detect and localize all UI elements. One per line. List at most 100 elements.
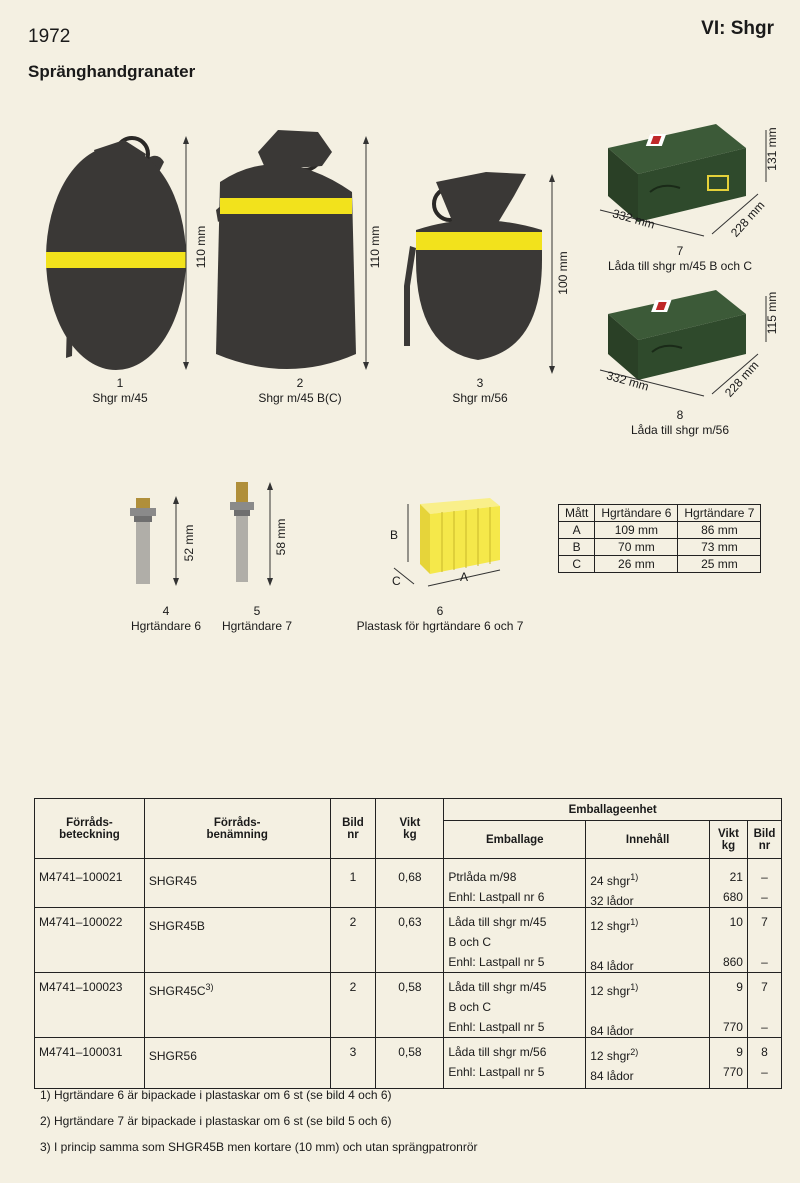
dim-head-fuze7: Hgrtändare 7 — [677, 504, 762, 522]
bild-line: 8 — [761, 1045, 768, 1059]
dim-cell: 70 mm — [594, 538, 679, 556]
box8-height-label: 115 mm — [765, 291, 779, 335]
dim-cell: 73 mm — [677, 538, 762, 556]
bild-line — [752, 997, 777, 1017]
cell-bild2: 8– — [746, 1037, 783, 1089]
bild-line: – — [761, 1065, 768, 1079]
vikt-line: 9 — [736, 980, 743, 994]
col-head-vikt2: Vikt kg — [709, 820, 748, 859]
vikt-line: 770 — [722, 1020, 743, 1034]
emballage-line: Låda till shgr m/45 — [448, 980, 547, 994]
cell-bild2: 7– — [746, 907, 783, 973]
dim-cell: 86 mm — [677, 521, 762, 539]
innehall-line: 84 lådor — [590, 1024, 634, 1038]
cell-vikt2: 10 860 — [709, 907, 748, 973]
vikt-line — [714, 932, 743, 952]
col-head-vikt: Vikt kg — [375, 798, 445, 859]
m45b-height-label: 110 mm — [368, 225, 382, 269]
cell-bild: 1 — [329, 858, 377, 908]
bild-line: 7 — [761, 915, 768, 929]
vikt-line: 770 — [722, 1065, 743, 1079]
vikt-line — [714, 997, 743, 1017]
col-head-bild: Bild nr — [329, 798, 377, 859]
emballage-line: Enhl: Lastpall nr 5 — [448, 1065, 545, 1079]
grenade-m56-figure — [404, 172, 555, 374]
cell-vikt: 0,63 — [375, 907, 445, 973]
bild-line: – — [761, 1020, 768, 1034]
cell-benamning: SHGR45C3) — [143, 972, 331, 1038]
footnote-1: 1) Hgrtändare 6 är bipackade i plastaska… — [40, 1088, 392, 1102]
cell-innehall: 12 shgr1)84 lådor — [585, 972, 711, 1038]
page-title: Spränghandgranater — [28, 62, 196, 81]
cell-beteckning: M4741–100021 — [34, 858, 145, 908]
case-label-b: B — [390, 528, 399, 542]
cell-bild: 3 — [329, 1037, 377, 1089]
plastic-case-figure — [393, 498, 501, 587]
bild-line: – — [761, 890, 768, 904]
cell-beteckning: M4741–100031 — [34, 1037, 145, 1089]
innehall-line — [590, 997, 705, 1017]
cell-innehall: 24 shgr1)32 lådor — [585, 858, 711, 908]
cell-innehall: 12 shgr2)84 lådor — [585, 1037, 711, 1089]
dim-head-matt: Mått — [557, 504, 596, 522]
cell-bild: 2 — [329, 907, 377, 973]
dimension-row: B 70 mm 73 mm — [557, 538, 762, 556]
dimension-row: C 26 mm 25 mm — [557, 555, 762, 573]
cell-vikt: 0,68 — [375, 858, 445, 908]
dim-head-fuze6: Hgrtändare 6 — [594, 504, 679, 522]
bild-line: – — [761, 870, 768, 884]
cell-bild2: 7– — [746, 972, 783, 1038]
box-m56-figure — [599, 290, 767, 397]
dim-cell: 25 mm — [677, 555, 762, 573]
cell-benamning: SHGR56 — [143, 1037, 331, 1089]
cell-vikt: 0,58 — [375, 1037, 445, 1089]
dimension-table-header: Mått Hgrtändare 6 Hgrtändare 7 — [557, 504, 762, 522]
innehall-line: 12 shgr1) — [590, 917, 639, 933]
bild-line: 7 — [761, 980, 768, 994]
dim-cell: A — [557, 521, 596, 539]
page-year: 1972 — [28, 26, 71, 47]
cell-bild2: –– — [746, 858, 783, 908]
fuze-7-figure — [230, 482, 273, 586]
dim-cell: B — [557, 538, 596, 556]
innehall-line: 12 shgr2) — [590, 1047, 639, 1063]
footnote-3: 3) I princip samma som SHGR45B men korta… — [40, 1140, 478, 1154]
vikt-line: 860 — [722, 955, 743, 969]
box7-height-label: 131 mm — [765, 127, 779, 171]
dim-cell: C — [557, 555, 596, 573]
emballage-line: B och C — [448, 1000, 492, 1014]
fuze6-length-label: 52 mm — [182, 524, 196, 562]
col-head-beteckning: Förråds- beteckning — [34, 798, 145, 859]
grenade-m45-figure — [46, 136, 189, 370]
emballage-line: Enhl: Lastpall nr 6 — [448, 890, 545, 904]
footnote-2: 2) Hgrtändare 7 är bipackade i plastaska… — [40, 1114, 392, 1128]
col-head-emballageenhet: Emballageenhet — [443, 798, 782, 821]
cell-vikt2: 9 770 — [709, 972, 748, 1038]
vikt-line: 10 — [729, 915, 743, 929]
inventory-table: Förråds- beteckning Förråds- benämning B… — [34, 798, 783, 1089]
vikt-line: 9 — [736, 1045, 743, 1059]
dim-cell: 26 mm — [594, 555, 679, 573]
vikt-line: 21 — [729, 870, 743, 884]
cell-emballage: Låda till shgr m/45 B och C Enhl: Lastpall… — [443, 972, 587, 1038]
emballage-line: Låda till shgr m/45 — [448, 915, 547, 929]
col-head-emballage: Emballage — [443, 820, 587, 859]
emballage-line: B och C — [448, 935, 492, 949]
cell-benamning: SHGR45 — [143, 858, 331, 908]
innehall-line: 32 lådor — [590, 894, 634, 908]
dimension-row: A 109 mm 86 mm — [557, 521, 762, 539]
dim-cell: 109 mm — [594, 521, 679, 539]
emballage-line: Enhl: Lastpall nr 5 — [448, 1020, 545, 1034]
